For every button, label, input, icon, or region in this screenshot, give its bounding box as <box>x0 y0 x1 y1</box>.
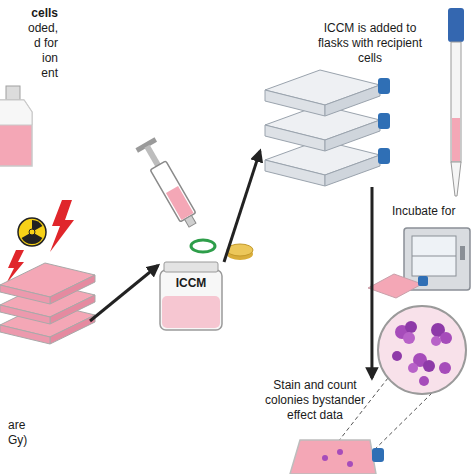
irradiated-flask-stack <box>0 263 95 344</box>
radiation-symbol <box>18 218 46 246</box>
pipette-tip <box>451 162 461 196</box>
flask-side <box>325 85 380 116</box>
flow-arrow <box>90 266 158 322</box>
donor-flask <box>0 86 32 166</box>
colony-cell <box>440 332 452 344</box>
incubator-handle <box>460 246 465 260</box>
jar-body <box>160 270 222 330</box>
zoom-circle <box>378 306 466 394</box>
syringe-hub <box>185 215 196 227</box>
flask-side <box>325 120 380 151</box>
colony-stage: Stain and count colonies bystander effec… <box>250 378 380 474</box>
colony-zoom <box>378 306 466 394</box>
recipient-flask-stack <box>265 70 390 186</box>
jar-rim <box>164 262 218 272</box>
trefoil-center <box>29 229 35 235</box>
flask-front <box>265 160 325 186</box>
flask-body <box>0 100 32 166</box>
flask-body <box>368 274 422 298</box>
tray-side <box>50 275 95 304</box>
zoom-line <box>362 393 432 462</box>
flask-cap <box>372 448 384 462</box>
incubating-flask <box>368 274 428 298</box>
node-text: ICCM <box>176 276 207 291</box>
pipette-bulb <box>448 8 464 42</box>
flask-cap <box>378 78 390 94</box>
flask-front <box>265 90 325 116</box>
incubator-shelf <box>412 256 456 257</box>
colony-cell <box>392 351 402 361</box>
flask-front <box>265 125 325 151</box>
text-label: Incubate for <box>392 204 474 219</box>
colony-cell <box>419 376 429 386</box>
colony-cell <box>423 360 435 372</box>
colony-cell <box>403 332 415 344</box>
stage-heading: ICCM is added to flasks with recipient c… <box>308 21 432 66</box>
iccm-jar-node: ICCM <box>158 262 224 332</box>
incubator-window <box>412 236 456 276</box>
flow-arrow <box>224 151 260 262</box>
colony-cell <box>439 362 451 374</box>
radiation-disc <box>18 218 46 246</box>
syringe-filter <box>191 240 215 252</box>
irradiated-stage: areGy) <box>0 190 90 452</box>
colony-dot <box>347 461 353 467</box>
tray-front <box>0 325 50 344</box>
colony-dot <box>322 455 328 461</box>
text-label: ent <box>0 66 58 81</box>
colony-cell <box>431 336 441 346</box>
pipette <box>448 8 464 196</box>
flask-air <box>0 100 32 125</box>
syringe-barrel <box>150 161 196 222</box>
colony-flask <box>290 440 384 474</box>
node-text: are <box>8 418 90 433</box>
flask-cap <box>378 113 390 129</box>
text-label: ion <box>0 51 58 66</box>
jar-liquid <box>162 296 220 328</box>
tray-front <box>0 285 50 304</box>
flask-cap <box>378 148 390 164</box>
syringe-liquid <box>166 186 194 220</box>
node-text: Gy) <box>8 433 90 448</box>
text-label: oded, <box>0 21 58 36</box>
flask-cap <box>6 86 20 100</box>
colony-cell <box>405 321 417 333</box>
lightning-bolt <box>50 200 74 252</box>
flow-arrow <box>370 187 373 378</box>
flask-body <box>290 440 376 474</box>
node-text: Stain and count colonies bystander effec… <box>250 378 380 423</box>
colony-cell <box>408 363 418 373</box>
iccm-jar <box>160 262 222 330</box>
pipette-liquid <box>452 118 460 161</box>
jar-lid <box>227 244 253 256</box>
tray-front <box>0 305 50 324</box>
syringe <box>135 137 202 230</box>
colony-dot <box>337 449 343 455</box>
flask-cap <box>418 276 428 286</box>
flask-side <box>325 155 380 186</box>
text-label: d for <box>0 36 58 51</box>
recipient-stage: ICCM is added to flasks with recipient c… <box>260 75 385 187</box>
pipette-tube <box>451 42 461 162</box>
text-label: cells <box>0 6 58 21</box>
